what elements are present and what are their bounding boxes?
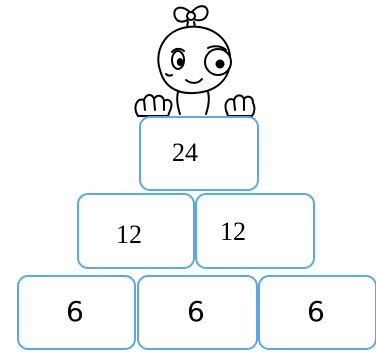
pyramid-top-brick: 24: [139, 116, 259, 191]
pyramid-bottom-brick-1: 6: [17, 275, 136, 350]
pyramid-bottom-brick-3: 6: [258, 275, 376, 350]
brick-value: 6: [187, 295, 205, 328]
pyramid-middle-brick-1: 12: [77, 193, 195, 269]
brick-value: 12: [220, 217, 246, 247]
pyramid-middle-brick-2: 12: [195, 193, 315, 269]
pyramid-bottom-brick-2: 6: [137, 275, 258, 350]
brick-value: 12: [116, 220, 142, 250]
brick-value: 24: [172, 138, 198, 168]
brick-value: 6: [307, 295, 325, 328]
cartoon-girl-peeking-icon: [128, 0, 258, 128]
brick-value: 6: [66, 295, 84, 328]
